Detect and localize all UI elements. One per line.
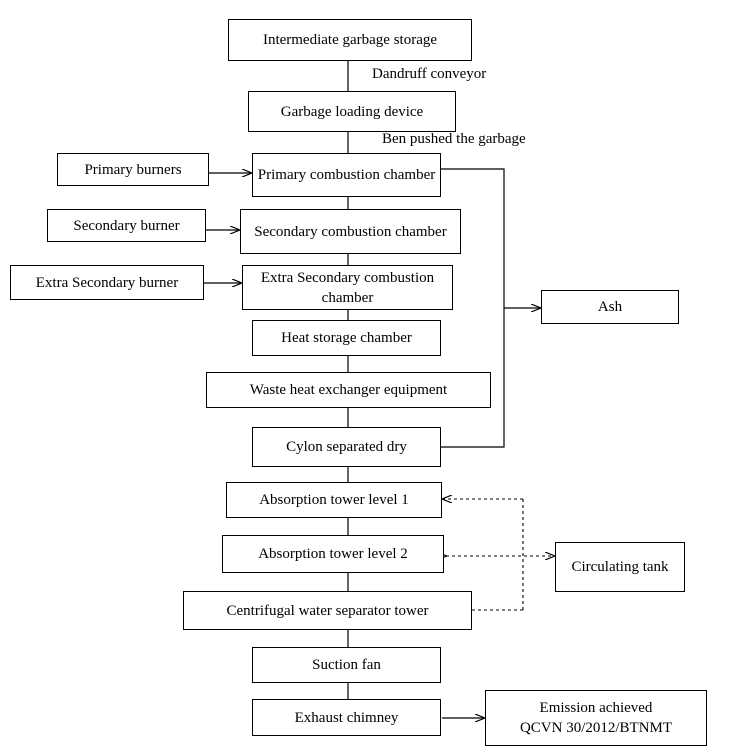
dandruff-conveyor-label: Dandruff conveyor [372,66,487,82]
primary-burners-box: Primary burners [57,153,209,186]
absorption-tower-level-2-box: Absorption tower level 2 [222,535,444,573]
absorption-tower-level-1-box: Absorption tower level 1 [226,482,442,518]
emission-achieved-box: Emission achieved QCVN 30/2012/BTNMT [485,690,707,746]
extra-secondary-combustion-chamber-box: Extra Secondary combustion chamber [242,265,453,310]
intermediate-garbage-storage-box: Intermediate garbage storage [228,19,472,61]
circulating-tank-box: Circulating tank [555,542,685,592]
emission-line-2: QCVN 30/2012/BTNMT [519,720,673,736]
secondary-combustion-chamber-box: Secondary combustion chamber [240,209,461,254]
primary-combustion-chamber-box: Primary combustion chamber [252,153,441,197]
extra-secondary-burner-box: Extra Secondary burner [10,265,204,300]
ash-box: Ash [541,290,679,324]
heat-storage-chamber-box: Heat storage chamber [252,320,441,356]
emission-line-1: Emission achieved [539,700,653,716]
garbage-loading-device-box: Garbage loading device [248,91,456,132]
secondary-burner-box: Secondary burner [47,209,206,242]
ben-pushed-label: Ben pushed the garbage [382,131,526,147]
centrifugal-water-separator-box: Centrifugal water separator tower [183,591,472,630]
waste-heat-exchanger-box: Waste heat exchanger equipment [206,372,491,408]
cylon-separated-dry-box: Cylon separated dry [252,427,441,467]
suction-fan-box: Suction fan [252,647,441,683]
exhaust-chimney-box: Exhaust chimney [252,699,441,736]
